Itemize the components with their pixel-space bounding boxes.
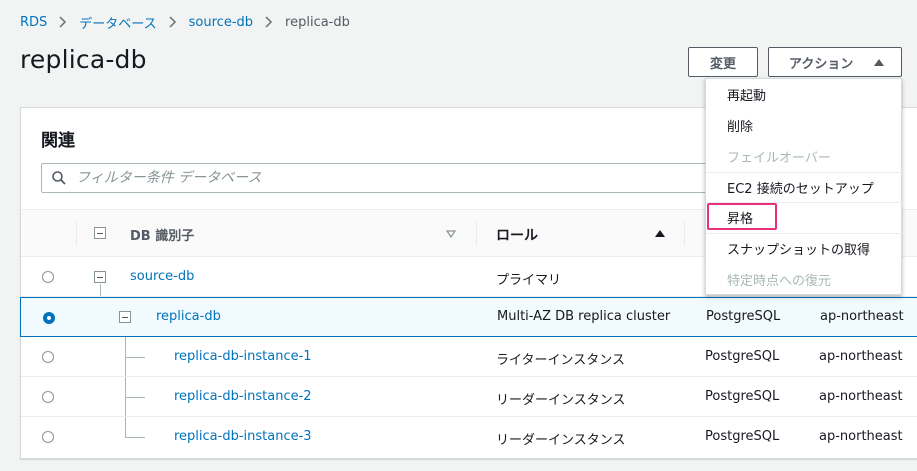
- role-cell: プライマリ: [496, 273, 562, 288]
- column-db-identifier[interactable]: DB 識別子: [130, 229, 195, 244]
- radio-icon[interactable]: [42, 391, 54, 403]
- menu-item-take-snapshot[interactable]: スナップショットの取得: [727, 243, 871, 258]
- chevron-right-icon: [265, 16, 273, 28]
- tree-connector: [125, 437, 145, 438]
- chevron-right-icon: [59, 16, 67, 28]
- db-identifier-link[interactable]: replica-db-instance-2: [174, 389, 312, 404]
- tree-connector: [125, 324, 126, 437]
- radio-icon[interactable]: [42, 271, 54, 283]
- table-row[interactable]: replica-db-instance-1 ライターインスタンス Postgre…: [21, 337, 917, 377]
- db-identifier-link[interactable]: replica-db: [156, 309, 221, 324]
- column-divider: [684, 222, 685, 246]
- actions-menu: 再起動 削除 フェイルオーバー EC2 接続のセットアップ 昇格 スナップショッ…: [705, 78, 903, 295]
- engine-cell: PostgreSQL: [705, 389, 780, 404]
- breadcrumb-rds[interactable]: RDS: [20, 14, 48, 30]
- role-cell: リーダーインスタンス: [496, 393, 626, 408]
- db-identifier-link[interactable]: replica-db-instance-3: [174, 429, 312, 444]
- sort-up-icon[interactable]: [655, 229, 665, 237]
- role-cell: ライターインスタンス: [496, 353, 625, 368]
- collapse-all-square-icon[interactable]: [94, 227, 106, 239]
- column-divider: [476, 222, 477, 246]
- engine-cell: PostgreSQL: [705, 429, 780, 444]
- table-row[interactable]: replica-db-instance-2 リーダーインスタンス Postgre…: [21, 377, 917, 417]
- edit-button[interactable]: 変更: [688, 47, 758, 77]
- breadcrumb-source-db[interactable]: source-db: [188, 14, 254, 30]
- caret-up-icon: [874, 59, 884, 66]
- breadcrumb-current: replica-db: [285, 14, 350, 30]
- collapse-square-icon[interactable]: [119, 311, 131, 323]
- filter-input[interactable]: [76, 165, 740, 191]
- radio-icon[interactable]: [42, 431, 54, 443]
- menu-item-point-in-time-restore: 特定時点への復元: [727, 274, 832, 289]
- engine-cell: PostgreSQL: [706, 309, 781, 324]
- menu-item-ec2-connect[interactable]: EC2 接続のセットアップ: [727, 182, 874, 197]
- collapse-square-icon[interactable]: [94, 271, 106, 283]
- breadcrumb: RDS データベース source-db replica-db: [20, 13, 350, 32]
- actions-button-label: アクション: [789, 55, 854, 71]
- tree-connector: [125, 357, 145, 358]
- edit-button-label: 変更: [709, 55, 736, 71]
- chevron-right-icon: [169, 16, 177, 28]
- breadcrumb-databases[interactable]: データベース: [79, 16, 157, 32]
- table-row[interactable]: replica-db-instance-3 リーダーインスタンス Postgre…: [21, 417, 917, 457]
- menu-divider: [706, 172, 903, 173]
- menu-item-failover: フェイルオーバー: [727, 151, 831, 166]
- filter-box: [41, 163, 741, 193]
- table-row-selected[interactable]: replica-db Multi-AZ DB replica cluster P…: [20, 297, 917, 337]
- search-icon: [52, 171, 66, 185]
- menu-divider: [706, 233, 903, 234]
- page-title: replica-db: [20, 45, 147, 74]
- menu-divider: [706, 202, 903, 203]
- menu-item-promote[interactable]: 昇格: [727, 212, 754, 227]
- tree-connector: [125, 397, 145, 398]
- role-cell: リーダーインスタンス: [496, 433, 626, 448]
- column-role[interactable]: ロール: [496, 228, 538, 244]
- column-divider: [76, 222, 77, 246]
- db-identifier-link[interactable]: source-db: [130, 269, 195, 284]
- radio-icon[interactable]: [42, 351, 54, 363]
- menu-item-delete[interactable]: 削除: [727, 120, 754, 135]
- region-cell: ap-northeast: [819, 349, 903, 364]
- sort-triangle-icon[interactable]: [446, 230, 456, 238]
- region-cell: ap-northeast: [819, 389, 903, 404]
- region-cell: ap-northeast: [819, 429, 903, 444]
- table-row[interactable]: source-db プライマリ: [21, 257, 917, 297]
- role-cell: Multi-AZ DB replica cluster: [497, 309, 671, 324]
- menu-item-reboot[interactable]: 再起動: [727, 89, 767, 104]
- panel-title: 関連: [41, 131, 75, 151]
- engine-cell: PostgreSQL: [705, 349, 780, 364]
- actions-button[interactable]: アクション: [768, 47, 902, 77]
- region-cell: ap-northeast: [820, 309, 904, 324]
- db-identifier-link[interactable]: replica-db-instance-1: [174, 349, 312, 364]
- radio-selected-icon[interactable]: [43, 312, 55, 324]
